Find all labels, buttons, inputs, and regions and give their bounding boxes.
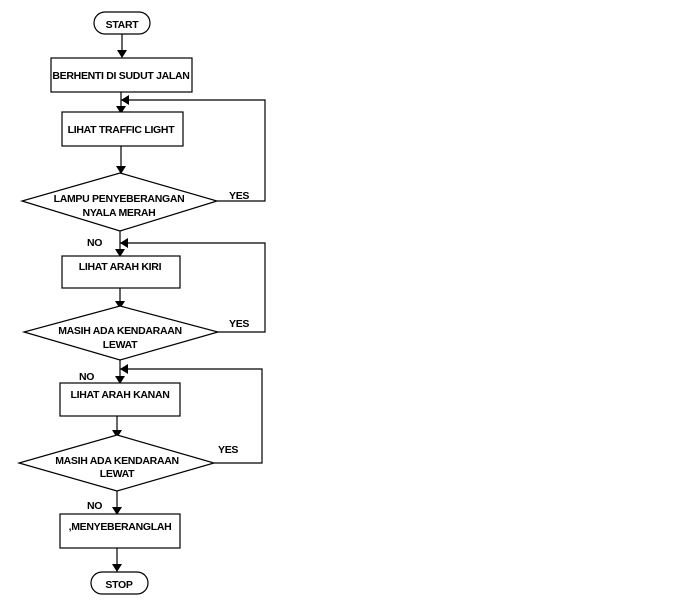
yes-loop-connector (121, 99, 266, 202)
decision-vehicles-left: MASIH ADA KENDARAAN LEWAT (21, 305, 221, 361)
step-cross: ,MENYEBERANGLAH (59, 513, 181, 549)
arrowhead (115, 301, 125, 309)
arrowhead (112, 564, 122, 572)
step-label: BERHENTI DI SUDUT JALAN (52, 70, 189, 82)
start-terminator: START (93, 11, 151, 35)
arrowhead (112, 430, 122, 438)
step-label: ,MENYEBERANGLAH (69, 521, 172, 533)
step-label: LIHAT ARAH KIRI (79, 261, 162, 273)
arrowhead (116, 166, 126, 174)
no-label: NO (79, 371, 94, 383)
decision-vehicles-right: MASIH ADA KENDARAAN LEWAT (16, 434, 217, 492)
start-label: START (106, 19, 140, 31)
yes-label: YES (229, 318, 249, 330)
stop-label: STOP (105, 579, 132, 591)
step-look-left: LIHAT ARAH KIRI (61, 255, 181, 289)
arrowhead (115, 376, 125, 384)
yes-loop-connector (120, 242, 266, 333)
arrowhead (120, 364, 128, 374)
stop-terminator: STOP (90, 571, 149, 595)
step-label: LIHAT ARAH KANAN (70, 389, 169, 401)
decision-label-line1: LAMPU PENYEBERANGAN (54, 193, 185, 205)
arrowhead (120, 238, 128, 248)
step-look-traffic-light: LIHAT TRAFFIC LIGHT (61, 111, 184, 147)
yes-label: YES (218, 444, 238, 456)
step-look-right: LIHAT ARAH KANAN (59, 382, 181, 417)
yes-label: YES (229, 190, 249, 202)
arrowhead (116, 106, 126, 114)
decision-light-red: LAMPU PENYEBERANGAN NYALA MERAH (19, 172, 220, 232)
arrowhead (115, 249, 125, 257)
decision-label-line2: LEWAT (103, 339, 138, 351)
yes-loop-connector (120, 368, 263, 464)
decision-label-line2: LEWAT (100, 468, 135, 480)
decision-label-line1: MASIH ADA KENDARAAN (58, 325, 182, 337)
step-stop-at-corner: BERHENTI DI SUDUT JALAN (50, 57, 193, 93)
decision-label-line1: MASIH ADA KENDARAAN (55, 455, 179, 467)
decision-label-line2: NYALA MERAH (83, 207, 156, 219)
arrowhead (117, 50, 127, 58)
arrowhead (112, 507, 122, 515)
arrowhead (121, 95, 129, 105)
no-label: NO (87, 500, 102, 512)
step-label: LIHAT TRAFFIC LIGHT (68, 124, 176, 136)
no-label: NO (87, 237, 102, 249)
